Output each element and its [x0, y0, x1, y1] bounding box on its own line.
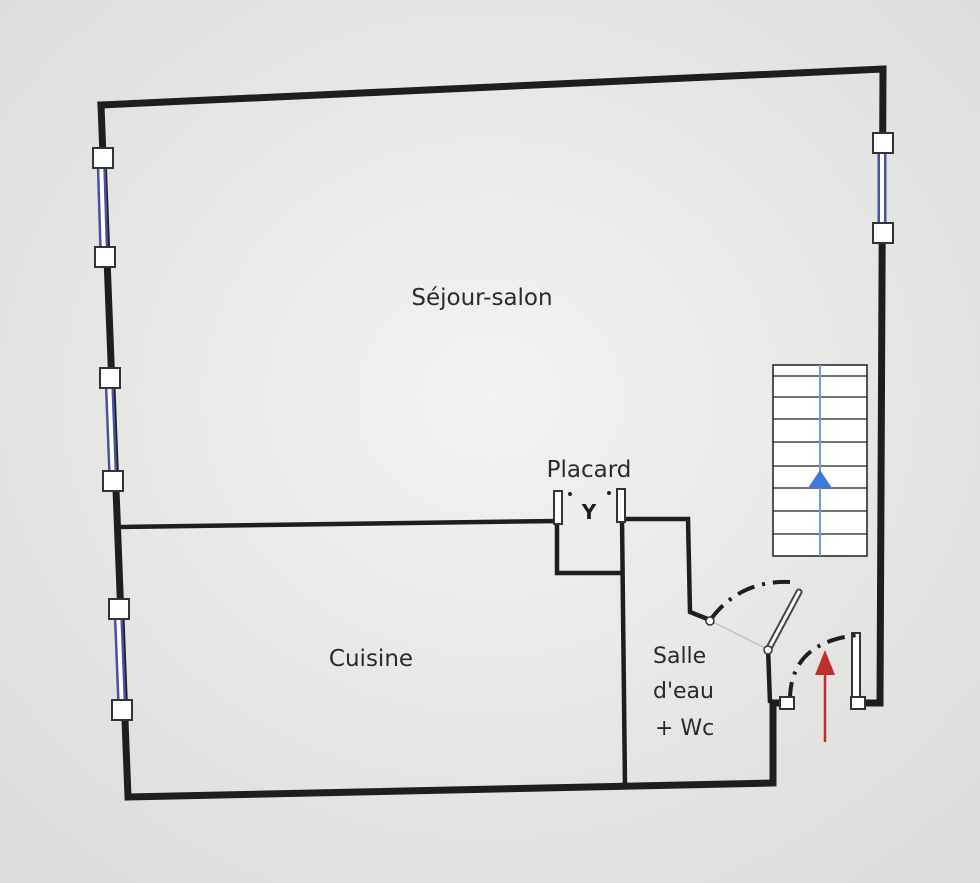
stair-direction-icon: [808, 470, 832, 488]
room-label-salle-1: Salle: [653, 644, 706, 669]
wall-bath-top: [622, 516, 711, 623]
outer-walls: [97, 65, 887, 801]
room-label-placard: Placard: [547, 457, 632, 483]
entrance-door: [779, 632, 866, 710]
wall-kitchen-top: [117, 518, 622, 576]
closet-door-left: [553, 490, 563, 525]
entrance-swing-arc: [788, 633, 859, 701]
window-right: [872, 132, 894, 244]
window-left-2: [99, 367, 124, 492]
staircase: [772, 364, 868, 557]
room-label-sejour: Séjour-salon: [411, 285, 552, 311]
door-swing-arc: [709, 579, 791, 621]
closet-symbol: Y: [581, 500, 597, 524]
room-label-salle-3: + Wc: [655, 716, 714, 741]
entrance-door-leaf: [851, 632, 861, 702]
wall-bath-right: [765, 647, 773, 704]
room-label-salle-2: d'eau: [653, 679, 714, 704]
interior-walls: [117, 516, 773, 788]
wall-kitchen-bath: [619, 518, 628, 788]
wall-left-bottom: [97, 101, 794, 801]
wall-top-right: [97, 65, 887, 707]
closet-door-right: [616, 488, 626, 523]
window-left-1: [92, 147, 116, 268]
left-windows: [92, 147, 133, 721]
window-left-3: [108, 598, 133, 721]
bathroom-door: [705, 579, 803, 655]
closet: Y: [553, 488, 626, 525]
entrance-arrow-icon: [815, 650, 835, 742]
room-label-cuisine: Cuisine: [329, 646, 413, 672]
